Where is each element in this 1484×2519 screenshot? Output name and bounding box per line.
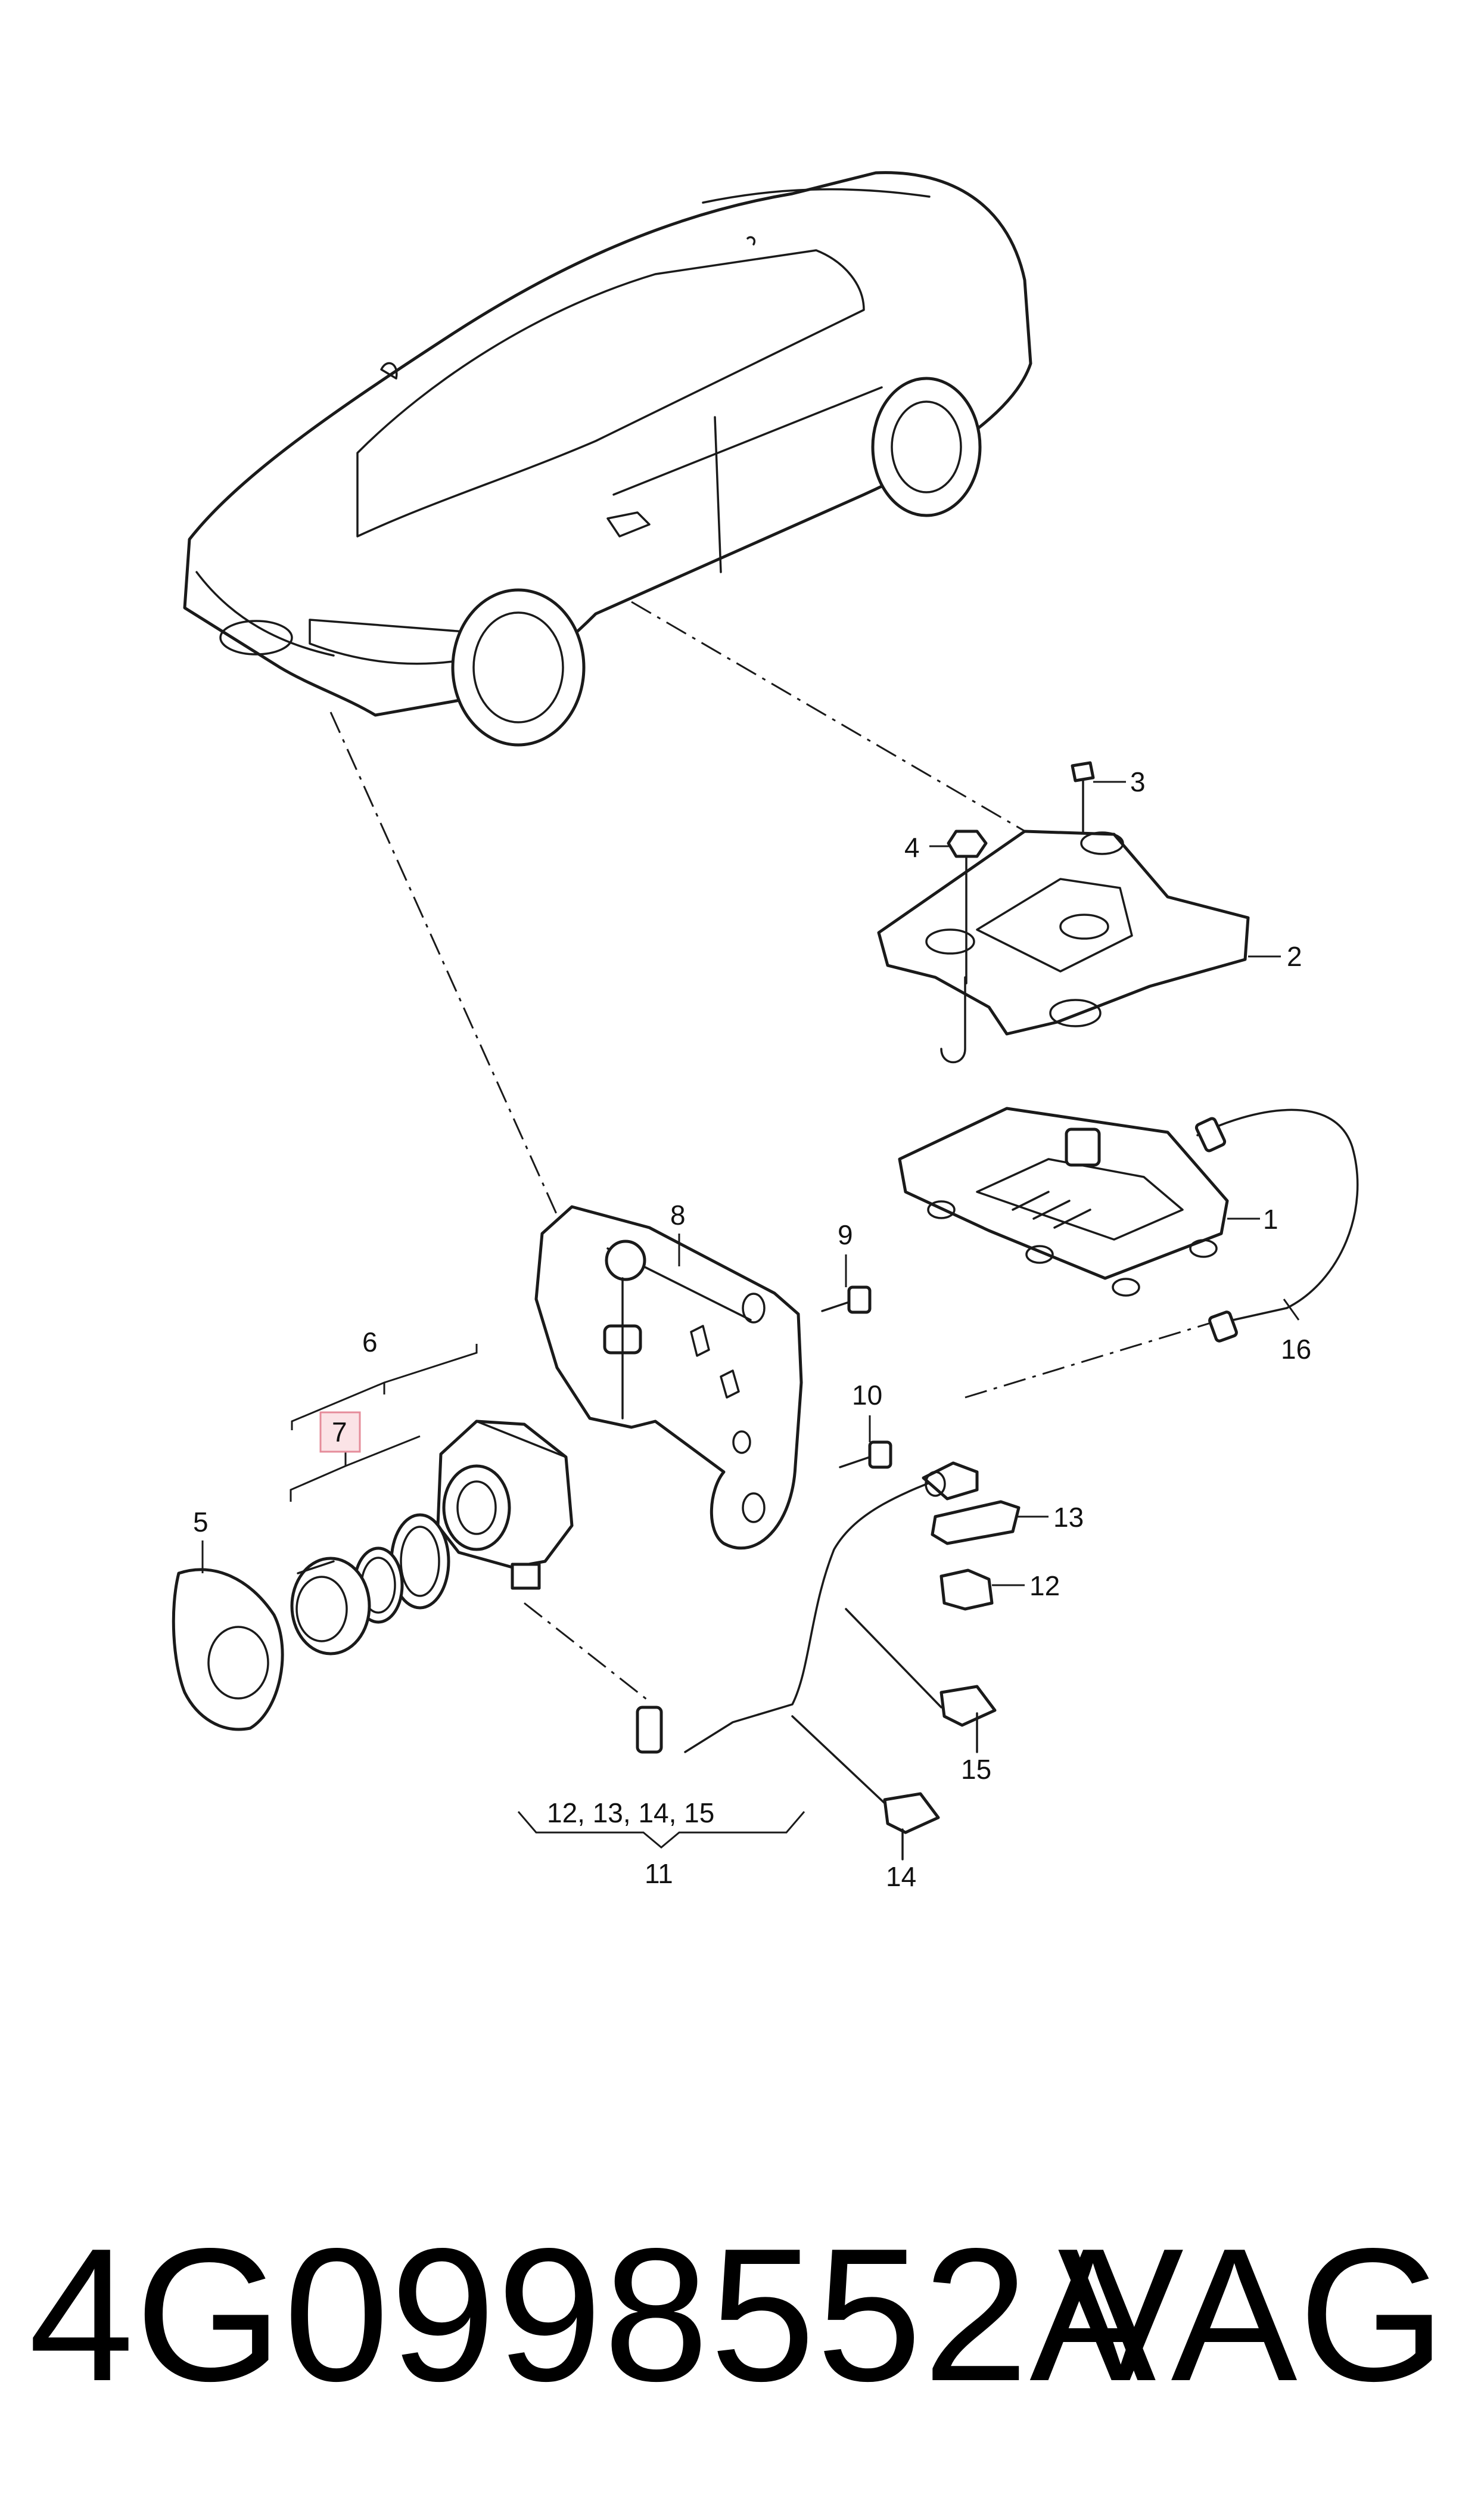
brand-name: VAG <box>1057 2209 1447 2421</box>
callout-labels: 1 2 3 4 5 6 7 8 9 10 12, 13, 14, 15 11 1… <box>193 766 1311 1892</box>
callout-3: 3 <box>1130 766 1146 797</box>
screw-3 <box>1071 761 1095 833</box>
mounting-bracket <box>877 830 1250 1064</box>
radar-sensor <box>436 1420 574 1590</box>
screw-10 <box>839 1440 892 1469</box>
nut-4 <box>947 830 988 984</box>
cover-plate-5 <box>172 1568 284 1731</box>
callout-7-highlight <box>319 1411 361 1453</box>
callout-4: 4 <box>904 832 920 863</box>
wiring-harness <box>636 1461 979 1754</box>
control-unit <box>898 1107 1229 1297</box>
callout-15: 15 <box>961 1754 991 1785</box>
clip-13 <box>931 1500 1021 1545</box>
callout-5: 5 <box>193 1507 209 1538</box>
callout-10: 10 <box>852 1380 882 1411</box>
callout-2: 2 <box>1287 941 1302 972</box>
car-illustration <box>183 171 1032 747</box>
callout-11: 11 <box>645 1858 673 1889</box>
connector-12 <box>939 1568 994 1611</box>
callout-16: 16 <box>1281 1334 1311 1365</box>
cable-tie-14 <box>791 1715 940 1860</box>
cable-tie-15 <box>845 1608 997 1753</box>
callout-14: 14 <box>886 1861 916 1892</box>
antenna-cable <box>1194 1108 1359 1343</box>
part-number: 4G0998552A <box>29 2209 1158 2421</box>
callout-11-group: 12, 13, 14, 15 <box>547 1797 714 1828</box>
radar-bracket <box>534 1205 803 1550</box>
callout-9: 9 <box>838 1219 853 1250</box>
screw-9 <box>821 1285 872 1314</box>
callout-7: 7 <box>332 1417 347 1448</box>
callout-8: 8 <box>670 1200 686 1231</box>
sensor-housing-7 <box>290 1557 371 1655</box>
callout-1: 1 <box>1263 1204 1278 1235</box>
callout-6: 6 <box>362 1327 378 1358</box>
callout-13: 13 <box>1053 1502 1084 1533</box>
callout-leaders <box>201 781 1300 1859</box>
callout-12: 12 <box>1029 1570 1060 1601</box>
